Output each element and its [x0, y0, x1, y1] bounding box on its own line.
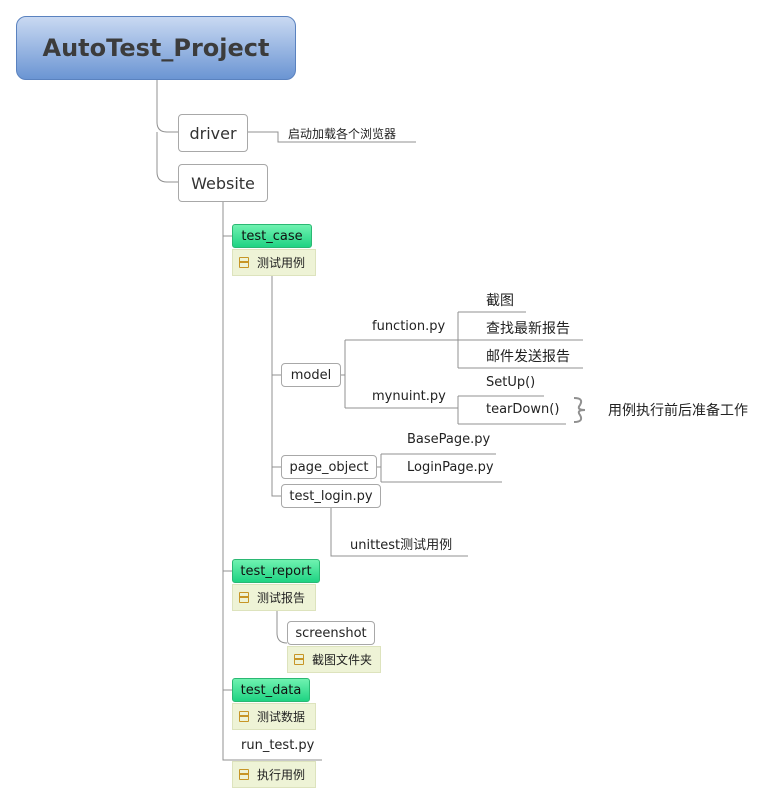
mynuint-py-label: mynuint.py [372, 389, 446, 404]
mynuint-summary: 用例执行前后准备工作 [608, 403, 748, 419]
note-text: 测试用例 [257, 256, 306, 270]
screenshot-note: 截图文件夹 [287, 646, 381, 673]
driver-node[interactable]: driver [178, 114, 248, 152]
note-icon [239, 257, 249, 268]
model-node[interactable]: model [281, 363, 341, 387]
test-login-node[interactable]: test_login.py [281, 484, 381, 508]
test-report-node[interactable]: test_report [232, 559, 320, 583]
run-test-note: 执行用例 [232, 761, 316, 788]
test-data-note: 测试数据 [232, 703, 316, 730]
note-icon [294, 654, 304, 665]
function-item-mail-report: 邮件发送报告 [486, 349, 570, 365]
test-case-node[interactable]: test_case [232, 224, 312, 248]
loginpage-py-label: LoginPage.py [407, 460, 494, 475]
mynuint-item-setup: SetUp() [486, 375, 536, 390]
note-text: 测试数据 [257, 710, 306, 724]
test-login-child: unittest测试用例 [350, 538, 453, 553]
page-object-node[interactable]: page_object [281, 455, 377, 479]
note-text: 执行用例 [257, 768, 306, 782]
mynuint-item-teardown: tearDown() [486, 402, 560, 417]
screenshot-node[interactable]: screenshot [287, 621, 375, 645]
note-icon [239, 711, 249, 722]
summary-brace [573, 397, 586, 423]
note-icon [239, 592, 249, 603]
website-node[interactable]: Website [178, 164, 268, 202]
root-node[interactable]: AutoTest_Project [16, 16, 296, 80]
driver-desc: 启动加载各个浏览器 [288, 127, 397, 141]
note-icon [239, 769, 249, 780]
test-report-note: 测试报告 [232, 584, 316, 611]
note-text: 截图文件夹 [312, 653, 373, 667]
test-data-node[interactable]: test_data [232, 678, 310, 702]
run-test-node[interactable]: run_test.py [241, 738, 315, 753]
basepage-py-label: BasePage.py [407, 432, 491, 447]
note-text: 测试报告 [257, 591, 306, 605]
function-item-find-report: 查找最新报告 [486, 321, 570, 337]
function-item-screenshot: 截图 [486, 293, 514, 309]
function-py-label: function.py [372, 319, 446, 334]
test-case-note: 测试用例 [232, 249, 316, 276]
